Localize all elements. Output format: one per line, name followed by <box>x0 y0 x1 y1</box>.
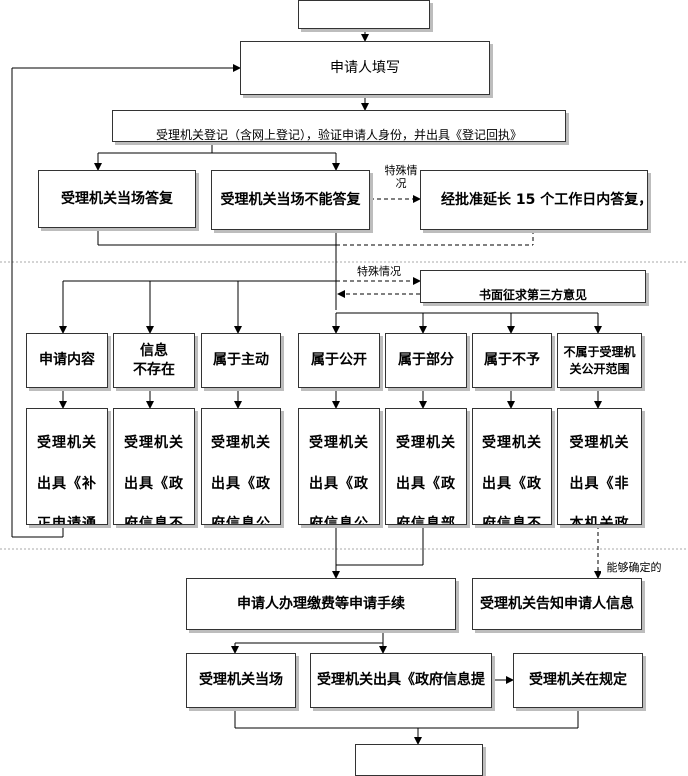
result-box-2-line1: 受理机关 <box>124 435 184 451</box>
can-determine-label: 能够确定的 <box>601 561 667 575</box>
category-public: 属于公开 <box>298 333 380 388</box>
reply-now-box: 受理机关当场答复 <box>38 170 196 228</box>
result-box-7-line1: 受理机关 <box>569 435 630 451</box>
category-active: 属于主动 <box>201 333 281 388</box>
start-box <box>298 0 430 29</box>
result-box-6: 受理机关 出具《政 府信息不 <box>472 408 552 525</box>
apply-box: 申请人填写 <box>240 41 490 95</box>
category-partial: 属于部分 <box>385 333 467 388</box>
category-withheld: 属于不予 <box>472 333 552 388</box>
result-box-5: 受理机关 出具《政 府信息部 <box>385 408 467 525</box>
fees-box: 申请人办理缴费等申请手续 <box>186 578 456 630</box>
result-box-3-line3: 府信息公 <box>211 516 271 525</box>
result-box-4-line1: 受理机关 <box>309 435 369 451</box>
result-box-4: 受理机关 出具《政 府信息公 <box>298 408 380 525</box>
category-info-not-exist-line2: 不存在 <box>133 361 175 378</box>
result-box-1-line3: 正申请通 <box>37 516 97 525</box>
result-box-3-line1: 受理机关 <box>211 435 271 451</box>
special-case-label-1: 特殊情况 <box>383 164 419 191</box>
notify-box: 受理机关告知申请人信息 <box>472 578 642 630</box>
result-box-2-line2: 出具《政 <box>124 475 184 492</box>
result-box-4-line3: 府信息公 <box>309 516 369 525</box>
category-info-not-exist: 信息 不存在 <box>113 333 195 388</box>
result-box-7-line2: 出具《非 <box>569 475 630 492</box>
result-box-5-line3: 府信息部 <box>396 516 456 525</box>
register-box: 受理机关登记（含网上登记），验证申请人身份，并出具《登记回执》 <box>112 110 566 142</box>
result-box-6-line2: 出具《政 <box>482 475 542 492</box>
result-box-2: 受理机关 出具《政 府信息不 <box>113 408 195 525</box>
cannot-reply-box: 受理机关当场不能答复 <box>211 170 370 230</box>
issue-notice-box: 受理机关出具《政府信息提 <box>310 653 492 708</box>
special-case-label-2: 特殊情况 <box>352 265 406 279</box>
result-box-5-line1: 受理机关 <box>396 435 456 451</box>
result-box-4-line2: 出具《政 <box>309 475 369 492</box>
result-box-1-line2: 出具《补 <box>37 475 97 492</box>
category-info-not-exist-line1: 信息 <box>140 342 168 359</box>
deadline-box: 受理机关在规定 <box>513 653 643 708</box>
result-box-7-line3: 本机关政 <box>569 516 630 525</box>
end-box <box>355 744 483 776</box>
result-box-5-line2: 出具《政 <box>396 475 456 492</box>
result-box-1-line1: 受理机关 <box>37 435 97 451</box>
result-box-2-line3: 府信息不 <box>124 516 184 525</box>
extend-box: 经批准延长 15 个工作日内答复， <box>420 170 648 230</box>
third-party-box: 书面征求第三方意见 <box>420 270 646 303</box>
result-box-3: 受理机关 出具《政 府信息公 <box>201 408 281 525</box>
result-box-7: 受理机关 出具《非 本机关政 <box>557 408 642 525</box>
onsite-box: 受理机关当场 <box>186 653 296 708</box>
result-box-3-line2: 出具《政 <box>211 475 271 492</box>
result-box-6-line3: 府信息不 <box>482 516 542 525</box>
category-request-content: 申请内容 <box>26 333 108 388</box>
category-out-of-scope: 不属于受理机关公开范围 <box>557 333 642 388</box>
result-box-1: 受理机关 出具《补 正申请通 <box>26 408 108 525</box>
result-box-6-line1: 受理机关 <box>482 435 542 451</box>
